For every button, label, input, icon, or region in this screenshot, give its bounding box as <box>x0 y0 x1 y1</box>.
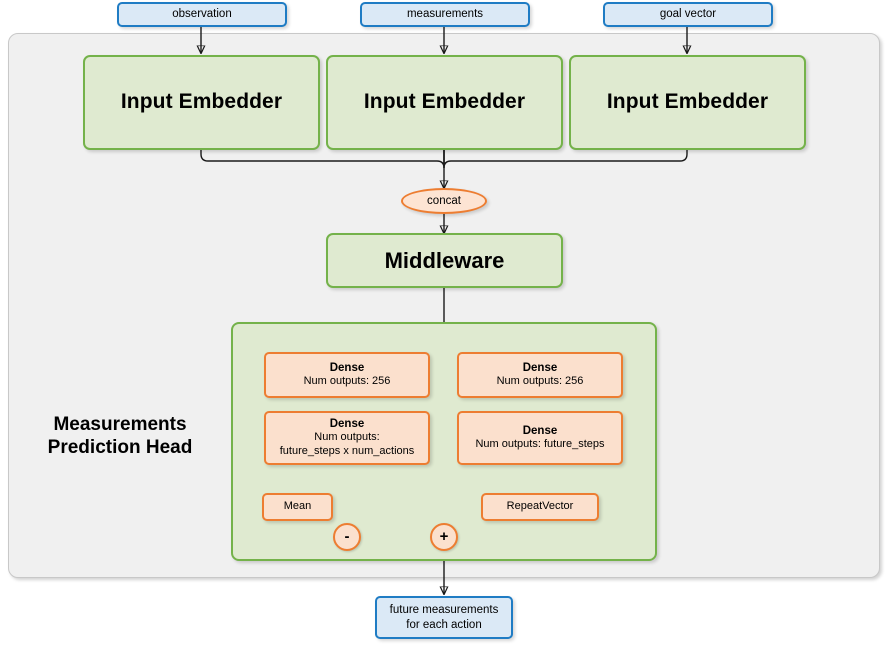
repeat-vector-label: RepeatVector <box>506 500 574 513</box>
input-embedder-measurements[interactable]: Input Embedder <box>326 55 563 150</box>
concat-node[interactable]: concat <box>401 188 487 214</box>
head-title-line1: Measurements <box>53 414 187 435</box>
dense-right-1-outputs: Num outputs: 256 <box>496 375 584 388</box>
input-observation[interactable]: observation <box>117 2 287 27</box>
output-line2: for each action <box>406 618 482 631</box>
dense-left-2[interactable]: Dense Num outputs: future_steps x num_ac… <box>264 411 430 465</box>
input-goal-vector-label: goal vector <box>659 8 717 21</box>
measurements-prediction-head-title: Measurements Prediction Head <box>20 413 220 459</box>
add-operator[interactable]: + <box>430 523 458 551</box>
input-embedder-observation[interactable]: Input Embedder <box>83 55 320 150</box>
dense-right-1[interactable]: Dense Num outputs: 256 <box>457 352 623 398</box>
output-future-measurements[interactable]: future measurements for each action <box>375 596 513 639</box>
repeat-vector-block[interactable]: RepeatVector <box>481 493 599 521</box>
concat-label: concat <box>427 194 461 207</box>
input-embedder-goal-vector-label: Input Embedder <box>606 90 769 114</box>
input-measurements[interactable]: measurements <box>360 2 530 27</box>
middleware-label: Middleware <box>384 247 505 273</box>
input-goal-vector[interactable]: goal vector <box>603 2 773 27</box>
dense-right-1-title: Dense <box>522 361 558 374</box>
input-embedder-measurements-label: Input Embedder <box>363 90 526 114</box>
add-operator-symbol: + <box>439 527 449 545</box>
input-embedder-goal-vector[interactable]: Input Embedder <box>569 55 806 150</box>
head-title-line2: Prediction Head <box>47 437 193 459</box>
input-observation-label: observation <box>172 8 232 21</box>
dense-left-2-title: Dense <box>329 418 365 431</box>
mean-block[interactable]: Mean <box>262 493 333 521</box>
output-line1: future measurements <box>389 604 499 617</box>
dense-left-1-outputs: Num outputs: 256 <box>303 375 391 388</box>
dense-right-2[interactable]: Dense Num outputs: future_steps <box>457 411 623 465</box>
subtract-operator[interactable]: - <box>333 523 361 551</box>
dense-left-1-title: Dense <box>329 361 365 374</box>
dense-left-1[interactable]: Dense Num outputs: 256 <box>264 352 430 398</box>
mean-label: Mean <box>283 500 312 513</box>
dense-left-2-outputs-label: Num outputs: <box>314 431 380 444</box>
dense-right-2-title: Dense <box>522 424 558 437</box>
dense-right-2-outputs: Num outputs: future_steps <box>475 438 605 451</box>
input-embedder-observation-label: Input Embedder <box>120 90 283 114</box>
dense-left-2-outputs-value: future_steps x num_actions <box>279 445 415 458</box>
middleware-block[interactable]: Middleware <box>326 233 563 288</box>
subtract-operator-symbol: - <box>344 527 350 545</box>
input-measurements-label: measurements <box>406 8 484 21</box>
